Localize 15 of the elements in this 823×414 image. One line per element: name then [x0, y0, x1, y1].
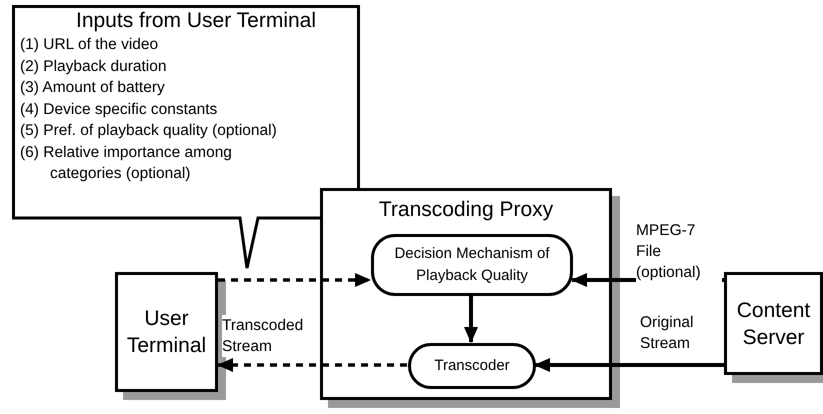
list-item: (1) URL of the video: [20, 35, 160, 55]
arrow: [534, 358, 724, 372]
list-item: (6) Relative importance among categories (optional): [20, 142, 233, 184]
container-title: Transcoding Proxy: [378, 197, 554, 223]
callout-box: [12, 5, 360, 270]
dashed-arrow: [218, 273, 371, 287]
arrow: [464, 295, 478, 343]
list-item: (4) Device specific constants: [20, 100, 218, 120]
callout-heading: Inputs from User Terminal: [74, 8, 316, 34]
list-item: (3) Amount of battery: [20, 78, 166, 98]
process-pill: Decision Mechanism of Playback Quality: [371, 234, 573, 296]
list-item: (5) Pref. of playback quality (optional): [20, 121, 278, 141]
dashed-arrow: [217, 358, 407, 372]
list-item: (2) Playback duration: [20, 56, 168, 76]
process-pill: Transcoder: [408, 343, 536, 389]
